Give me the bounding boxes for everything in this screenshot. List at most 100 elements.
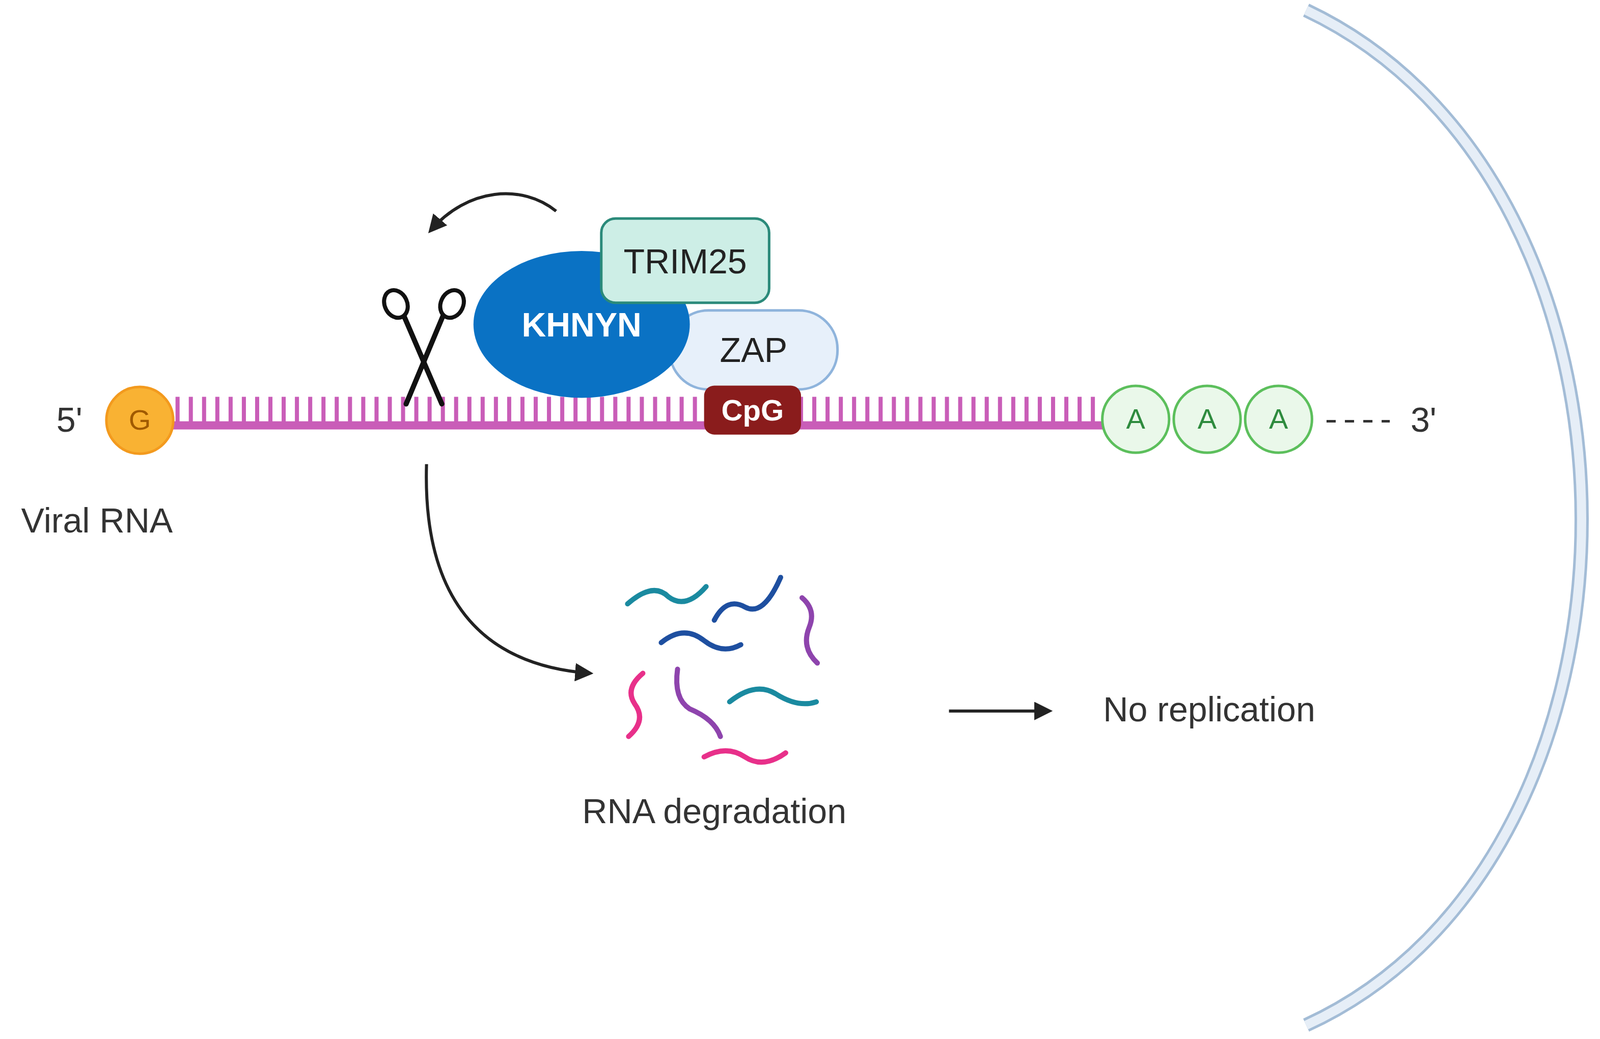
node-label: A: [1269, 405, 1288, 434]
rna-nucleotide-tick: [626, 396, 631, 426]
rna-nucleotide-tick: [679, 396, 684, 426]
cell-membrane: [1306, 10, 1582, 1026]
curved-arrow: [426, 464, 590, 674]
rna-nucleotide-tick: [904, 396, 909, 426]
rna-nucleotide-tick: [228, 396, 233, 426]
rna-nucleotide-tick: [945, 396, 950, 426]
rna-nucleotide-tick: [825, 396, 830, 426]
rna-nucleotide-tick: [958, 396, 963, 426]
rna-nucleotide-tick: [361, 396, 366, 426]
cap-circle-shape: [106, 387, 174, 454]
node-label: CpG: [721, 395, 784, 425]
rna-nucleotide-tick: [586, 396, 591, 426]
rna-nucleotide-tick: [507, 396, 512, 426]
rna-strand: [168, 396, 1106, 430]
rna-nucleotide-tick: [427, 396, 432, 426]
rna-nucleotide-tick: [560, 396, 565, 426]
text-label: 5': [56, 402, 83, 437]
rna-nucleotide-tick: [613, 396, 618, 426]
rna-nucleotide-tick: [401, 396, 406, 426]
rna-nucleotide-tick: [347, 396, 352, 426]
rna-fragment: [802, 597, 818, 664]
rna-nucleotide-tick: [931, 396, 936, 426]
result-arrow: [949, 709, 1050, 713]
rna-nucleotide-tick: [520, 396, 525, 426]
scissors-icon: [379, 286, 469, 404]
rna-fragment: [628, 673, 643, 737]
poly-a-circle: A: [1244, 384, 1314, 454]
rna-nucleotide-tick: [414, 396, 419, 426]
rna-nucleotide-tick: [374, 396, 379, 426]
poly-a-circle-shape: [1173, 385, 1241, 453]
text-label: Viral RNA: [20, 503, 173, 538]
node-label: A: [1197, 405, 1217, 434]
rna-nucleotide-tick: [1024, 396, 1029, 426]
rna-nucleotide-tick: [1051, 396, 1056, 426]
cell-membrane-inner: [1306, 10, 1582, 1026]
rna-nucleotide-tick: [241, 396, 246, 426]
continuation-dashes: [1326, 420, 1390, 423]
rna-fragment: [729, 689, 817, 705]
rna-nucleotide-tick: [493, 396, 499, 426]
rna-nucleotide-tick: [851, 396, 857, 426]
rna-nucleotide-tick: [984, 396, 989, 426]
node-label: KHNYN: [521, 307, 642, 342]
rna-nucleotide-tick: [1011, 396, 1016, 426]
text-label: No replication: [1102, 692, 1316, 727]
rna-nucleotide-tick: [215, 396, 220, 426]
scissor-handle: [379, 286, 413, 322]
rna-nucleotide-tick: [693, 396, 698, 426]
rna-nucleotide-tick: [971, 396, 976, 426]
protein-box-shape: [669, 310, 838, 390]
protein-ellipse-shape: [473, 251, 691, 399]
cap-circle: G: [104, 385, 175, 455]
rna-nucleotide-tick: [255, 396, 260, 426]
protein-box-shape: [601, 218, 770, 303]
node-label: G: [128, 406, 152, 435]
rna-nucleotide-tick: [865, 396, 870, 426]
rna-nucleotide-tick: [998, 396, 1003, 426]
rna-nucleotide-tick: [1090, 396, 1095, 426]
rna-nucleotide-tick: [188, 396, 193, 426]
rna-nucleotide-tick: [891, 396, 896, 426]
rna-nucleotide-tick: [308, 396, 313, 426]
rna-nucleotide-tick: [1037, 396, 1042, 426]
node-label: TRIM25: [623, 243, 747, 279]
rna-nucleotide-tick: [281, 396, 286, 426]
rna-fragment: [714, 577, 781, 621]
rna-nucleotide-tick: [918, 396, 923, 426]
scissor-blade: [406, 316, 444, 404]
rna-fragment: [704, 751, 786, 763]
protein-box: ZAP: [668, 309, 840, 391]
rna-nucleotide-tick: [175, 396, 180, 426]
poly-a-circle-shape: [1245, 385, 1312, 453]
rna-nucleotide-tick: [268, 396, 273, 426]
text-label: 3': [1410, 402, 1437, 437]
rna-nucleotide-tick: [334, 396, 339, 426]
node-label: ZAP: [720, 332, 788, 368]
rna-nucleotide-tick: [838, 396, 843, 426]
rna-fragment: [676, 669, 721, 737]
rna-nucleotide-tick: [666, 396, 671, 426]
rna-fragments: [627, 577, 818, 763]
rna-nucleotide-tick: [546, 396, 551, 426]
rna-nucleotide-tick: [467, 396, 472, 426]
rna-nucleotide-tick: [652, 396, 657, 426]
poly-a-circle: A: [1100, 384, 1171, 454]
text-label: RNA degradation: [582, 793, 847, 829]
rna-nucleotide-tick: [1064, 396, 1069, 426]
rna-nucleotide-tick: [294, 396, 299, 426]
rna-nucleotide-tick: [454, 396, 459, 426]
motif-box: CpG: [704, 385, 802, 435]
motif-box-shape: [704, 385, 802, 435]
scissor-handle: [435, 286, 469, 322]
protein-box: TRIM25: [599, 217, 771, 305]
rna-nucleotide-tick: [573, 396, 578, 426]
rna-nucleotide-tick: [533, 396, 538, 426]
rna-nucleotide-tick: [321, 396, 326, 426]
rna-nucleotide-tick: [878, 396, 883, 426]
rna-nucleotide-tick: [387, 396, 392, 426]
node-label: A: [1126, 405, 1146, 434]
